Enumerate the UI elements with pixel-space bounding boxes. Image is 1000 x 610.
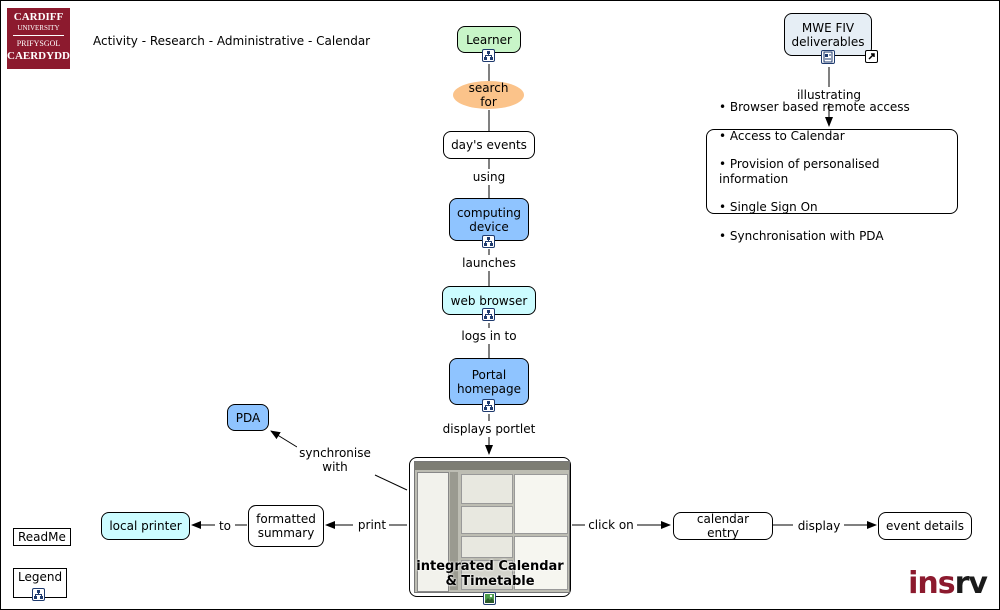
brand-part-a: ins (908, 566, 955, 601)
deliverable-item: Single Sign On (719, 200, 951, 215)
submap-icon[interactable] (482, 235, 495, 248)
illustrating-label: illustrating (793, 88, 865, 102)
using-label: using (472, 170, 506, 184)
submap-icon[interactable] (32, 588, 45, 601)
submap-icon[interactable] (482, 49, 495, 62)
deliverable-item: Access to Calendar (719, 129, 951, 144)
synchronise-with-label: synchronise with (297, 446, 373, 474)
formatted-summary-node[interactable]: formatted summary (248, 505, 324, 547)
page-subtitle: Activity - Research - Administrative - C… (93, 34, 371, 48)
launches-label: launches (459, 256, 519, 270)
external-link-icon[interactable] (865, 50, 878, 63)
image-icon[interactable] (483, 592, 496, 605)
cardiff-university-logo: CARDIFF UNIVERSITY PRIFYSGOL CAERDYDD (7, 8, 70, 69)
deliverables-list-node: Browser based remote access Access to Ca… (706, 100, 958, 243)
logs-in-to-label: logs in to (453, 329, 525, 343)
local-printer-node[interactable]: local printer (101, 512, 190, 540)
link-calendar-sync (374, 474, 408, 491)
legend-label: Legend (18, 570, 63, 584)
days-events-node[interactable]: day's events (443, 131, 535, 159)
displays-portlet-label: displays portlet (441, 422, 537, 436)
readme-button[interactable]: ReadMe (13, 528, 71, 546)
print-label: print (356, 518, 388, 532)
insrv-logo: insrv (908, 566, 988, 601)
event-details-node[interactable]: event details (878, 512, 972, 540)
portal-homepage-node[interactable]: Portal homepage (449, 358, 529, 405)
to-label: to (216, 519, 234, 533)
deliverable-item: Browser based remote access (719, 100, 951, 115)
deliverable-item: Synchronisation with PDA (719, 229, 951, 244)
deliverable-item: Provision of personalised information (719, 157, 951, 186)
deliverables-list: Browser based remote access Access to Ca… (713, 86, 951, 257)
computing-device-node[interactable]: computing device (449, 198, 529, 241)
integrated-calendar-title: integrated Calendar & Timetable (416, 559, 564, 589)
click-on-label: click on (587, 518, 635, 532)
calendar-entry-node[interactable]: calendar entry (673, 512, 773, 540)
link-sync-pda (270, 430, 298, 448)
display-label: display (795, 519, 843, 533)
search-for-node[interactable]: search for (453, 81, 524, 109)
mwe-fiv-deliverables-node[interactable]: MWE FIV deliverables (784, 13, 872, 56)
pda-node[interactable]: PDA (227, 404, 269, 431)
calendar-screenshot-thumbnail (414, 461, 570, 593)
learner-node[interactable]: Learner (457, 26, 521, 53)
submap-icon[interactable] (482, 399, 495, 412)
submap-icon[interactable] (482, 308, 495, 321)
brand-part-b: rv (954, 566, 988, 601)
document-icon[interactable] (821, 50, 835, 64)
